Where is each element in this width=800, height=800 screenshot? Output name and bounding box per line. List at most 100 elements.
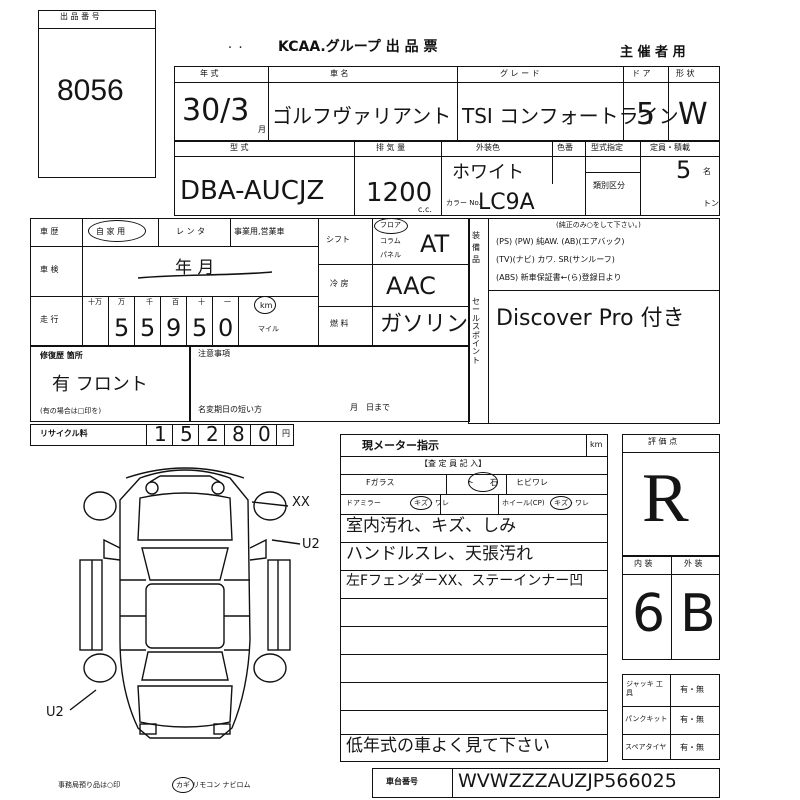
ac-value: AAC (386, 272, 436, 300)
deadline-date: 月 日まで (350, 403, 390, 412)
mileage-digit-3: 9 (166, 314, 182, 342)
fuel-label: 燃 料 (330, 319, 349, 328)
category-label: 類別区分 (593, 181, 625, 190)
recycle-digit-2: 5 (180, 422, 193, 446)
recycle-box (30, 424, 294, 446)
history-label: 車 歴 (40, 227, 59, 236)
shift-panel: パネル (380, 251, 401, 259)
recycle-digit-5: 0 (258, 422, 271, 446)
mirror-kizu-circle (410, 496, 432, 510)
body-value: W (678, 97, 708, 132)
wheel-kizu-circle (550, 496, 572, 510)
color-no-label: カラー No. (446, 199, 481, 207)
shift-label: シフト (326, 235, 350, 244)
car-name-label: 車 名 (330, 69, 349, 78)
mileage-digit-4: 5 (192, 314, 208, 342)
digit-head-6: 一 (224, 298, 231, 306)
model-value: DBA-AUCJZ (180, 176, 325, 206)
recycle-digit-3: 2 (206, 422, 219, 446)
mileage-digit-2: 5 (140, 314, 156, 342)
inspection-value: 年 月 (175, 258, 215, 278)
mileage-digit-1: 5 (114, 314, 130, 342)
year-label: 年 式 (200, 69, 219, 78)
capacity-value: 5 (676, 156, 692, 184)
model-label: 型 式 (230, 143, 249, 152)
year-value: 30/3 (182, 93, 250, 128)
digit-head-3: 千 (146, 298, 153, 306)
recycle-digit-4: 8 (232, 422, 245, 446)
chassis-label: 車台番号 (386, 777, 418, 786)
ac-label: 冷 房 (330, 279, 349, 288)
color-no-value: LC9A (478, 190, 535, 215)
doors-value: 5 (636, 97, 656, 132)
capacity-label: 定員・積載 (650, 143, 690, 152)
stone-circle (468, 472, 498, 492)
remark-line-3: 左FフェンダーXX、ステーインナー凹 (346, 573, 584, 589)
doors-label: ド ア (632, 69, 651, 78)
sales-point-label: セ ー ル ス ポ イ ン ト (472, 297, 480, 365)
host-label: 主 催 者 用 (620, 45, 686, 60)
wheel-label: ホイール(CP) (502, 499, 545, 507)
remark-line-1: 室内汚れ、キズ、しみ (346, 516, 517, 536)
mileage-label: 走 行 (40, 315, 59, 324)
year-month-unit: 月 (258, 125, 266, 134)
displacement-value: 1200 (366, 178, 433, 208)
lot-number-label: 出 品 番 号 (60, 12, 100, 21)
mile-label: マイル (258, 325, 279, 333)
repair-label: 修復歴 箇所 (40, 351, 83, 360)
repair-box (30, 346, 190, 422)
header-title: KCAA.グループ 出 品 票 (278, 39, 438, 55)
recycle-digit-1: 1 (154, 422, 167, 446)
key-circle (172, 777, 194, 793)
footer-remark: 低年式の車よく見て下さい (346, 736, 550, 756)
diagram-mark-u2-right: U2 (302, 537, 320, 552)
tools-box (622, 674, 720, 760)
grade-label: グ レ ー ド (500, 69, 540, 78)
km-circle (254, 296, 276, 314)
row-model-info (174, 140, 720, 216)
footer-note-1: 事務局預り品は○印 (58, 781, 121, 789)
shift-column: コラム (380, 237, 401, 245)
exterior-value: B (680, 584, 716, 644)
meter-label: 現メーター指示 (362, 439, 439, 452)
repair-value: 有 フロント (52, 374, 148, 395)
diagram-mark-u2-left: U2 (46, 705, 64, 720)
digit-head-5: 十 (198, 298, 205, 306)
digit-head-2: 万 (118, 298, 125, 306)
equip-note: (純正のみ○をして下さい。) (556, 221, 641, 229)
puncture-kit-label: パンクキット (625, 715, 668, 723)
equipment-label: 装 備 品 (472, 231, 480, 264)
inspector-label: 【査 定 員 記 入】 (420, 459, 487, 468)
persons-unit: 名 (703, 167, 711, 176)
grade-value: TSI コンフォートライン (462, 104, 679, 128)
fuel-value: ガソリン (380, 312, 469, 337)
equip-row-2: (TV)(ナビ) カワ. SR(サンルーフ) (496, 255, 615, 264)
displacement-label: 排 気 量 (376, 143, 406, 152)
score-label: 評 価 点 (648, 437, 678, 446)
notes-box (190, 346, 470, 422)
header-marks: ・ ・ (226, 43, 245, 52)
chassis-value: WVWZZZAUZJP566025 (458, 770, 677, 792)
own-use-circle (88, 220, 146, 242)
chassis-box (372, 768, 720, 798)
diagram-mark-xx: XX (292, 495, 310, 510)
score-box (622, 434, 720, 556)
spare-yes-no: 有・無 (680, 743, 704, 752)
shift-floor-circle (374, 218, 408, 234)
equip-row-1: (PS) (PW) 純AW. (AB)(エアバック) (496, 237, 625, 246)
meter-unit: km (590, 440, 603, 449)
ext-color-label: 外装色 (476, 143, 500, 152)
deadline-label: 名変期日の短い方 (198, 405, 262, 414)
digit-head-4: 百 (172, 298, 179, 306)
notes-label: 注意事項 (198, 349, 230, 358)
spare-tire-label: スペアタイヤ (625, 743, 667, 751)
score-value: R (642, 460, 689, 537)
puncture-yes-no: 有・無 (680, 715, 704, 724)
interior-label: 内 装 (634, 559, 653, 568)
ext-color-value: ホワイト (452, 162, 524, 183)
car-name-value: ゴルフヴァリアント (272, 104, 452, 128)
tons-unit: トン (703, 199, 719, 208)
color-no-label-head: 色番 (557, 143, 573, 152)
door-mirror-label: ドアミラー (346, 499, 381, 507)
